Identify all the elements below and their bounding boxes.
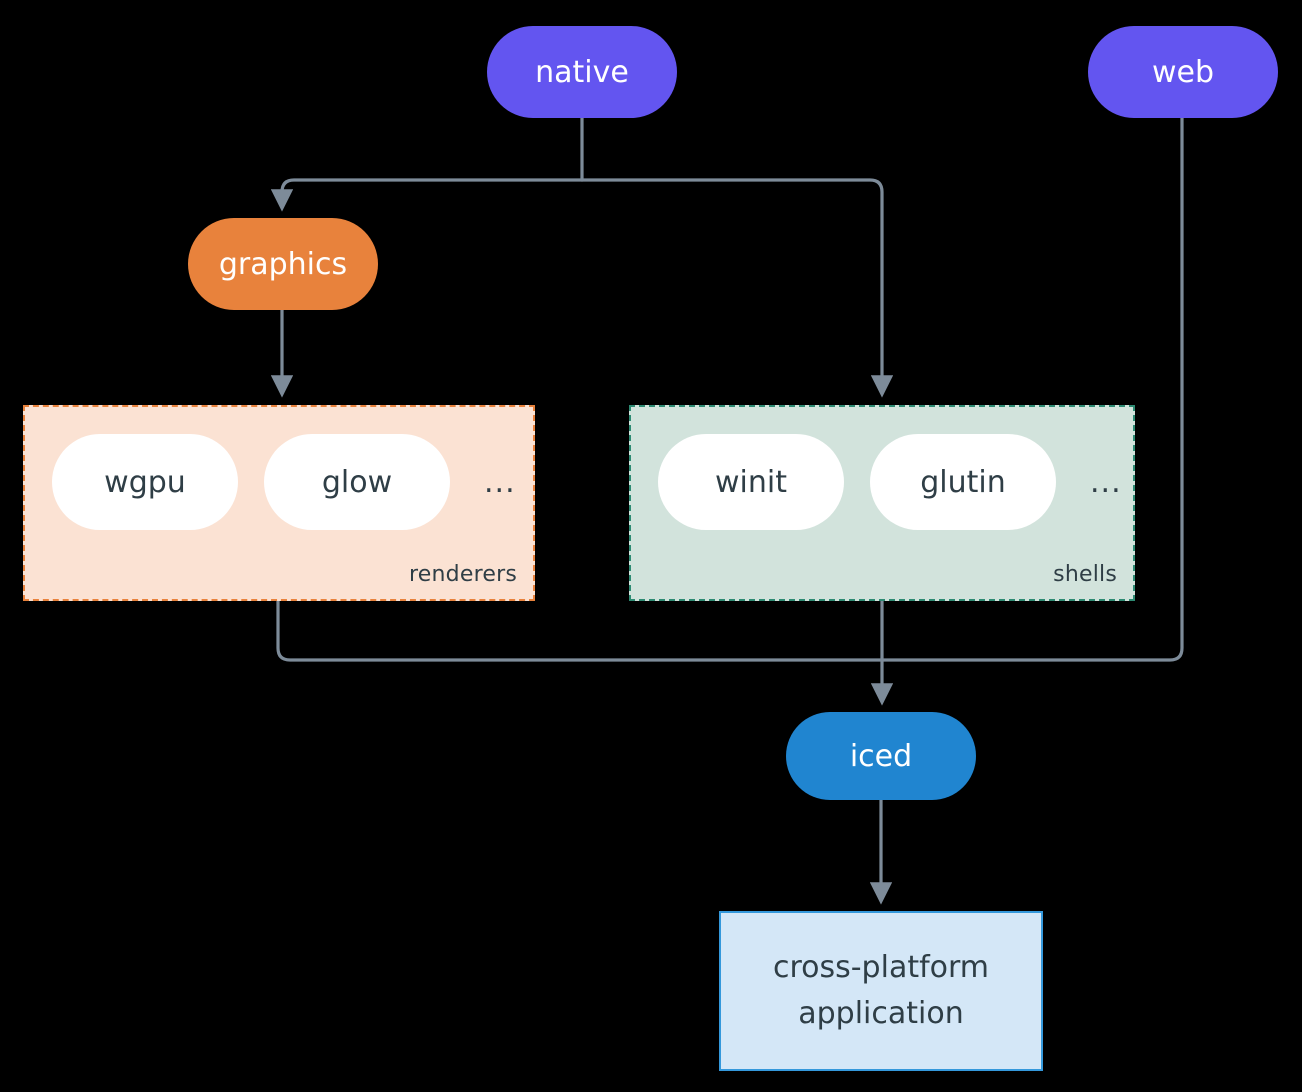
node-winit[interactable]: winit <box>658 434 844 530</box>
node-graphics[interactable]: graphics <box>188 218 378 310</box>
node-native[interactable]: native <box>487 26 677 118</box>
cluster-shells-label: shells <box>1053 562 1117 587</box>
node-wgpu[interactable]: wgpu <box>52 434 238 530</box>
edge-renderers-to-iced <box>276 599 884 662</box>
node-glutin-label: glutin <box>920 464 1006 500</box>
node-iced[interactable]: iced <box>786 712 976 800</box>
cluster-shells: winit glutin ... shells <box>629 405 1135 601</box>
node-application[interactable]: cross-platform application <box>719 911 1043 1071</box>
node-winit-label: winit <box>715 464 787 500</box>
shells-overflow-ellipsis: ... <box>1090 464 1122 500</box>
cluster-shells-items: winit glutin ... <box>658 434 1122 530</box>
node-glutin[interactable]: glutin <box>870 434 1056 530</box>
node-application-label-line-1: cross-platform <box>772 949 990 985</box>
renderers-overflow-ellipsis: ... <box>484 464 516 500</box>
node-iced-label: iced <box>849 738 913 774</box>
cluster-renderers-items: wgpu glow ... <box>52 434 516 530</box>
node-web-label: web <box>1151 54 1215 90</box>
cluster-renderers-label: renderers <box>409 562 517 587</box>
node-glow[interactable]: glow <box>264 434 450 530</box>
edge-native-to-graphics <box>270 178 584 212</box>
cluster-renderers: wgpu glow ... renderers <box>23 405 535 601</box>
node-glow-label: glow <box>321 464 393 500</box>
node-application-label-line-2: application <box>798 996 964 1031</box>
node-web[interactable]: web <box>1088 26 1278 118</box>
node-native-label: native <box>535 54 629 90</box>
node-graphics-label: graphics <box>218 246 348 282</box>
node-wgpu-label: wgpu <box>104 464 186 500</box>
edge-native-to-shells <box>580 178 894 398</box>
